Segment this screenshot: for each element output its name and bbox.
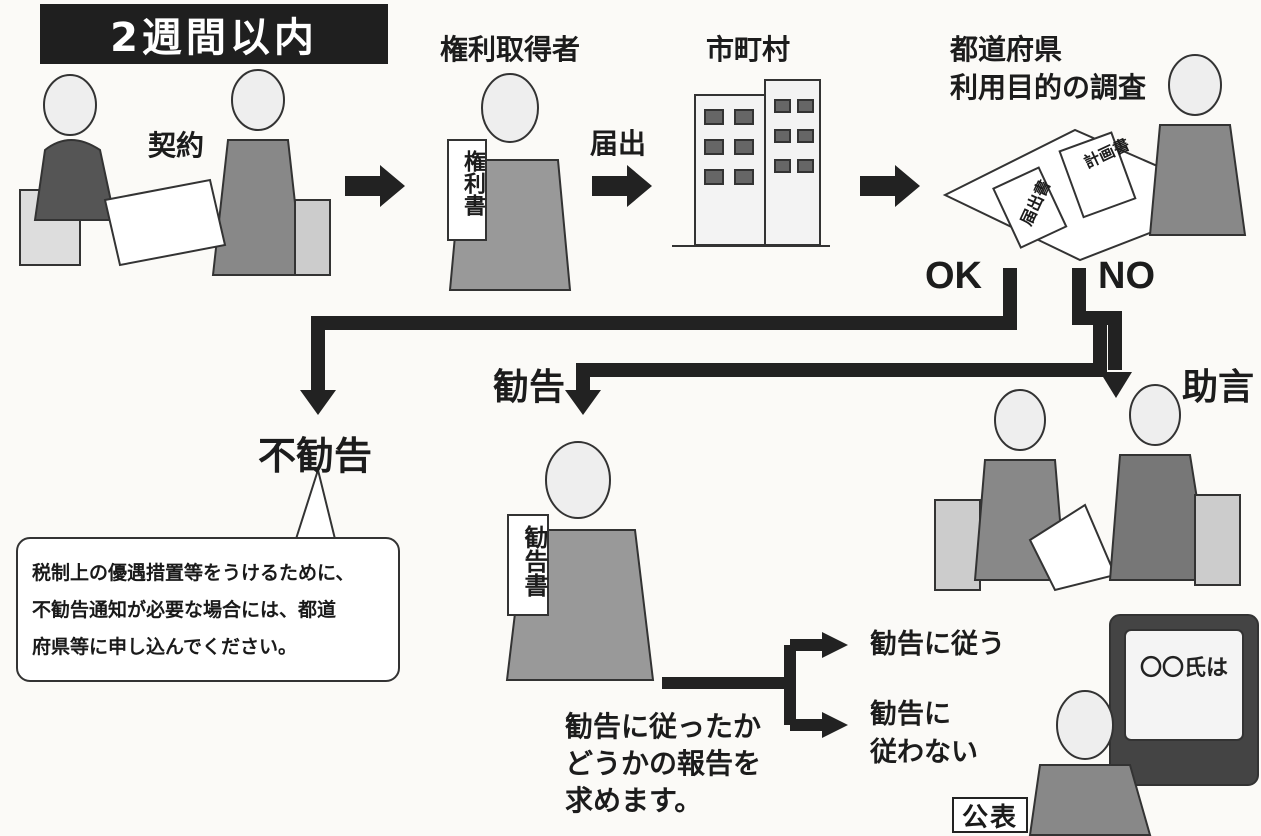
advice-label: 助言 bbox=[1182, 367, 1255, 408]
contract-label: 契約 bbox=[148, 129, 205, 162]
municipality-building-illustration bbox=[672, 79, 830, 247]
arrows bbox=[345, 165, 920, 207]
ok-label: OK bbox=[925, 255, 982, 297]
arrow-acquirer-to-municipality bbox=[592, 165, 652, 207]
prefecture-investigation-illustration bbox=[942, 54, 1247, 262]
recommendation-label: 勧告 bbox=[493, 367, 566, 408]
recommendation-document: 勧告書 bbox=[520, 525, 548, 597]
tv-publication-illustration bbox=[1028, 614, 1259, 836]
advice-illustration bbox=[934, 384, 1241, 592]
report-branch-arrow bbox=[662, 639, 822, 731]
contract-illustration bbox=[19, 69, 331, 276]
report-label-3: 求めます。 bbox=[565, 784, 703, 817]
investigation-label: 利用目的の調査 bbox=[950, 71, 1147, 104]
no-label: NO bbox=[1098, 255, 1155, 297]
prefecture-label: 都道府県 bbox=[950, 33, 1063, 66]
callout-tail bbox=[294, 466, 337, 540]
notification-label: 届出 bbox=[590, 127, 647, 160]
not-comply-label-1: 勧告に bbox=[870, 699, 951, 730]
publication-label: 公表 bbox=[952, 797, 1028, 833]
recommendation-person-illustration bbox=[505, 441, 655, 681]
arrow-contract-to-acquirer bbox=[345, 165, 405, 207]
note-line-2: 不勧告通知が必要な場合には、都道 bbox=[32, 599, 337, 621]
ok-branch-arrow bbox=[311, 268, 1017, 395]
rights-acquirer-label: 権利取得者 bbox=[440, 33, 581, 66]
report-label-1: 勧告に従ったか bbox=[565, 710, 762, 743]
rights-document: 権利書 bbox=[460, 150, 485, 216]
no-branch-arrow bbox=[576, 268, 1122, 395]
tv-screen-text: 〇〇氏は bbox=[1140, 656, 1229, 681]
arrow-municipality-to-prefecture bbox=[860, 165, 920, 207]
report-label-2: どうかの報告を bbox=[565, 747, 762, 780]
not-comply-label-2: 従わない bbox=[870, 737, 978, 768]
note-line-3: 府県等に申し込んでください。 bbox=[32, 636, 298, 658]
comply-label: 勧告に従う bbox=[870, 629, 1005, 660]
note-line-1: 税制上の優遇措置等をうけるために、 bbox=[32, 562, 355, 584]
no-recommendation-note: 税制上の優遇措置等をうけるために、 不勧告通知が必要な場合には、都道 府県等に申… bbox=[16, 537, 400, 682]
municipality-label: 市町村 bbox=[706, 33, 791, 66]
period-title: 2週間以内 bbox=[40, 4, 388, 64]
rights-acquirer-illustration bbox=[447, 73, 572, 291]
no-recommendation-label: 不勧告 bbox=[258, 434, 373, 478]
